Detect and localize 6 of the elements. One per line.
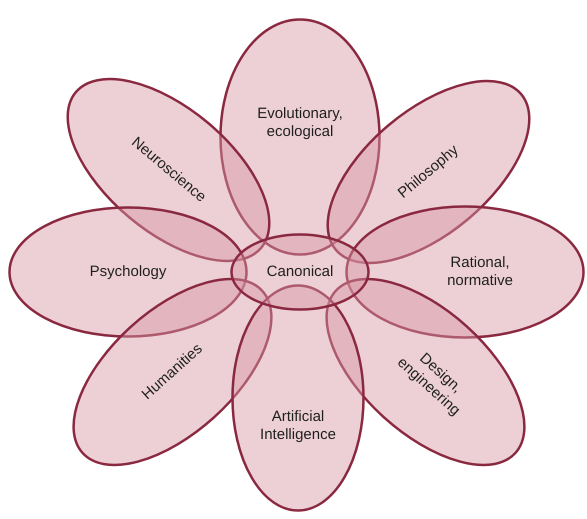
center-ellipse bbox=[230, 233, 370, 311]
petal-label: Rational, normative bbox=[446, 254, 514, 290]
petal-label: Evolutionary, ecological bbox=[256, 105, 344, 141]
petal-label: Canonical bbox=[266, 263, 334, 281]
petal-label: Artificial Intelligence bbox=[259, 408, 337, 444]
petal-label: Psychology bbox=[88, 263, 168, 281]
